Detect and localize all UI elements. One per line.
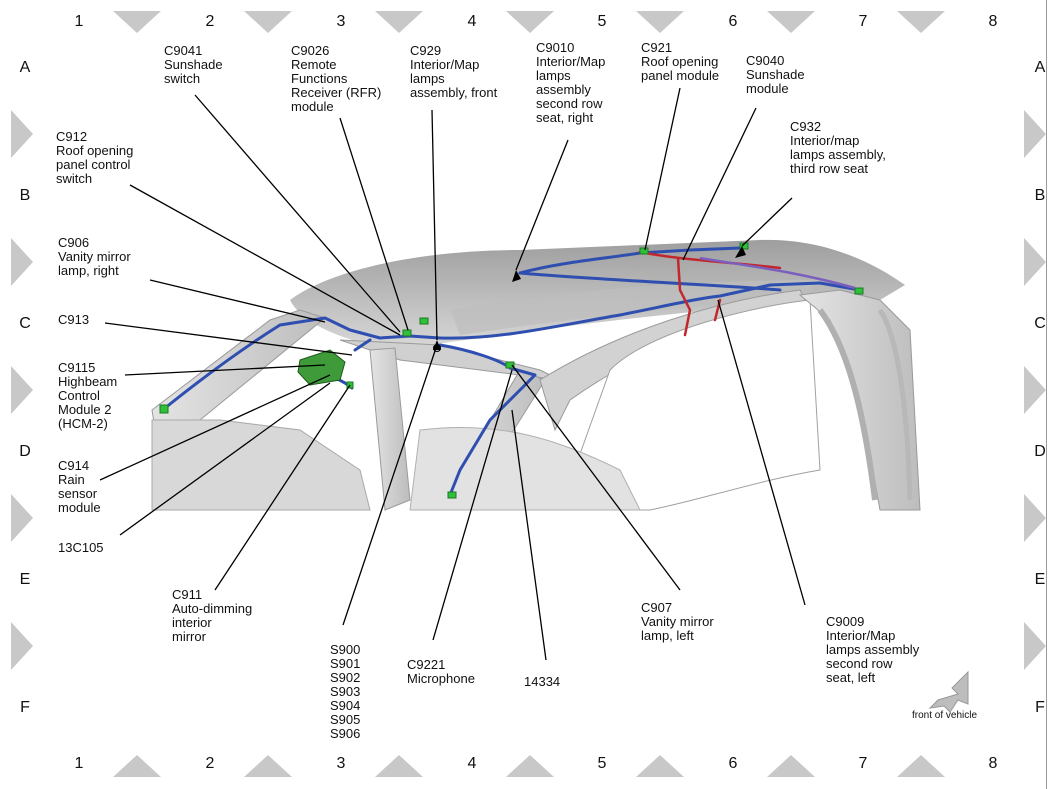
grid-col-7-bottom: 7 [858,755,868,772]
grid-marker-left [11,110,33,158]
grid-marker-top [375,11,423,33]
label-c913: C913 [58,312,90,327]
c-pillar-frame [817,308,878,501]
grid-marker-bottom [897,755,945,777]
grid-marker-left [11,238,33,286]
grid-col-8-bottom: 8 [988,755,998,772]
grid-marker-bottom [375,755,423,777]
grid-marker-top [244,11,292,33]
grid-row-f-left: F [20,699,30,716]
grid-marker-bottom [636,755,684,777]
label-c9040: C9040 Sunshade module [746,53,805,96]
grid-marker-right [1024,622,1046,670]
grid-marker-left [11,494,33,542]
grid-col-6-top: 6 [728,13,738,30]
label-c921: C921 Roof opening panel module [641,40,720,83]
connector-c906 [159,404,169,414]
grid-marker-right [1024,110,1046,158]
front-of-vehicle-arrow [928,670,969,713]
grid-col-1-bottom: 1 [74,755,84,772]
grid-row-b-left: B [19,187,31,204]
hcm-2-module [297,349,346,386]
grid-row-c-left: C [19,315,31,332]
grid-col-2-bottom: 2 [205,755,215,772]
label-c906: C906 Vanity mirror lamp, right [58,235,131,278]
front-of-vehicle-label: front of vehicle [912,710,978,721]
dashboard [409,426,641,511]
connector-c912 [402,329,412,337]
grid-col-5-bottom: 5 [597,755,607,772]
grid-marker-right [1024,238,1046,286]
connector-c907 [505,361,515,369]
grid-marker-top [506,11,554,33]
grid-row-c-right: C [1034,315,1046,332]
label-c9115: C9115 Highbeam Control Module 2 (HCM-2) [58,360,118,431]
label-c911: C911 Auto-dimming interior mirror [172,587,253,644]
grid-col-4-bottom: 4 [467,755,477,772]
grid-row-e-left: E [19,571,31,588]
label-c914: C914 Rain sensor module [58,458,101,515]
connector-c9221 [447,491,457,499]
grid-marker-bottom [244,755,292,777]
label-c9026: C9026 Remote Functions Receiver (RFR) mo… [291,43,382,114]
wiring-harness-purple [699,256,856,290]
grid-col-8-top: 8 [988,13,998,30]
rear-door-opening [559,299,821,511]
leader-lines [99,87,806,661]
grid-col-3-top: 3 [336,13,346,30]
label-s900-s906: S900 S901 S902 S903 S904 S905 S906 [330,642,361,741]
grid-col-3-bottom: 3 [336,755,346,772]
grid-marker-bottom [506,755,554,777]
grid-row-f-right: F [1035,699,1045,716]
grid-marker-bottom [767,755,815,777]
connector-c929 [419,317,429,325]
label-c932: C932 Interior/map lamps assembly, third … [790,119,886,176]
splice-marker [433,344,441,352]
grid-row-d-left: D [19,443,31,460]
grid-marker-left [11,366,33,414]
grid-marker-bottom [113,755,161,777]
connector-c9009 [854,287,864,295]
grid-row-e-right: E [1034,571,1046,588]
grid-col-6-bottom: 6 [728,755,738,772]
connector-c921 [639,247,649,255]
label-c9221: C9221 Microphone [407,657,475,686]
windshield-lower-frame [151,419,371,511]
grid-marker-top [897,11,945,33]
grid-row-a-right: A [1034,59,1046,76]
label-c9009: C9009 Interior/Map lamps assembly second… [826,614,920,685]
label-c912: C912 Roof opening panel control switch [56,129,134,186]
grid-marker-left [11,622,33,670]
label-13c105: 13C105 [58,540,104,555]
frame-border [1046,0,1047,789]
grid-marker-top [113,11,161,33]
grid-row-b-right: B [1034,187,1046,204]
grid-col-1-top: 1 [74,13,84,30]
grid-row-d-right: D [1034,443,1046,460]
connector-c932 [739,242,749,250]
quarter-window-frame [877,308,913,501]
label-14334: 14334 [524,674,561,689]
grid-col-7-top: 7 [858,13,868,30]
grid-marker-top [767,11,815,33]
label-c9010: C9010 Interior/Map lamps assembly second… [536,40,606,125]
grid-col-4-top: 4 [467,13,477,30]
grid-col-5-top: 5 [597,13,607,30]
grid-row-a-left: A [19,59,31,76]
grid-marker-right [1024,366,1046,414]
grid-marker-top [636,11,684,33]
label-c9041: C9041 Sunshade switch [164,43,223,86]
grid-col-2-top: 2 [205,13,215,30]
b-pillar [369,347,411,511]
label-c907: C907 Vanity mirror lamp, left [641,600,714,643]
grid-marker-right [1024,494,1046,542]
label-c929: C929 Interior/Map lamps assembly, front [410,43,498,100]
